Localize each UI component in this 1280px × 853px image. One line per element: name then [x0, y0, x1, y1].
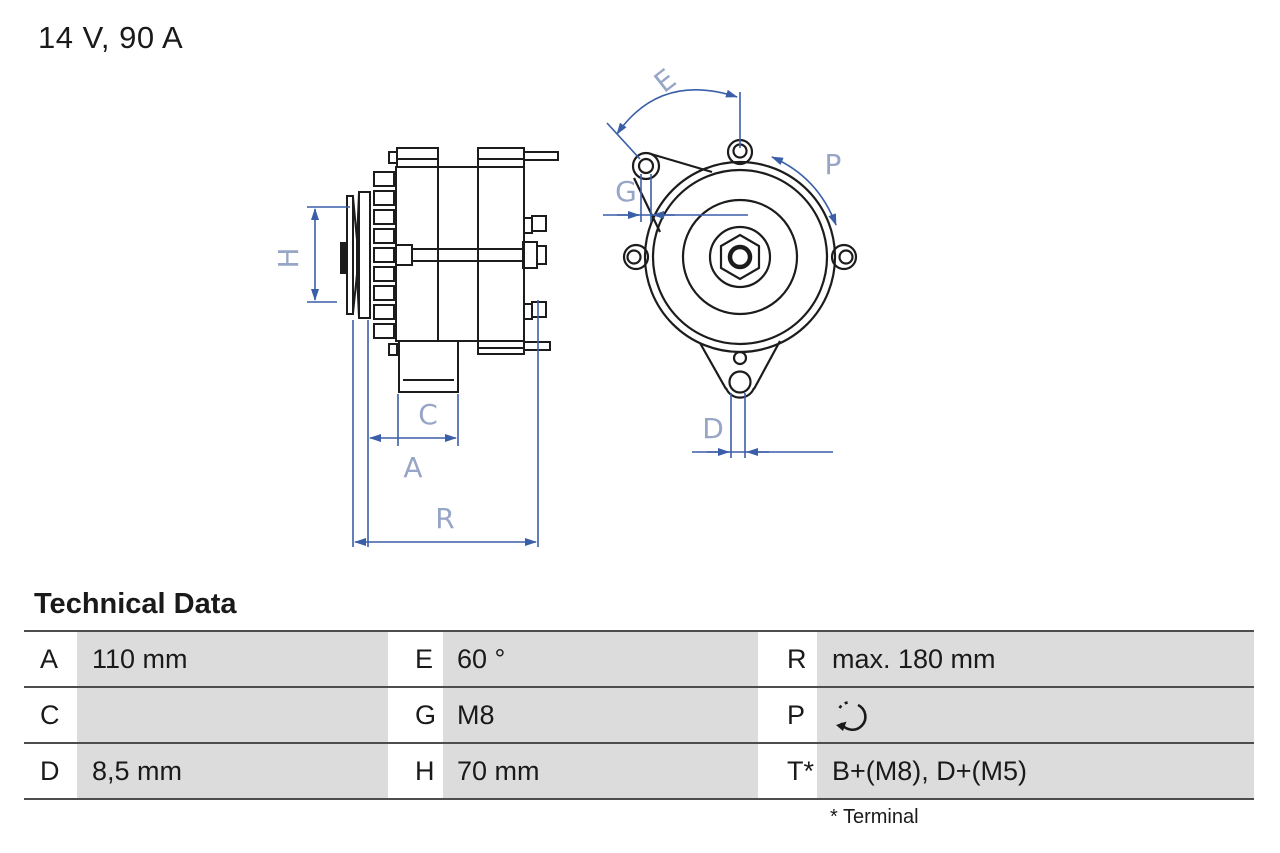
rear-terminal-studs — [523, 215, 547, 320]
hub-circle — [708, 225, 772, 289]
shaft-nut-hex — [719, 233, 761, 281]
cell-key-R: R — [758, 632, 817, 686]
label-D: D — [702, 412, 724, 445]
label-C: C — [418, 398, 438, 431]
shaft-hole — [727, 244, 753, 270]
page-title: 14 V, 90 A — [38, 20, 184, 55]
cell-key-G: G — [388, 688, 443, 742]
label-A: A — [403, 451, 422, 484]
label-R: R — [435, 502, 454, 535]
side-view-alternator — [340, 147, 559, 393]
cell-key-D: D — [24, 744, 77, 798]
cell-key-A: A — [24, 632, 77, 686]
label-G: G — [615, 175, 637, 208]
cell-key-T: T* — [758, 744, 817, 798]
table-row: C G M8 P — [24, 686, 1254, 742]
cell-key-E: E — [388, 632, 443, 686]
label-P: P — [825, 148, 842, 181]
dim-P-rotation-arc — [771, 156, 837, 226]
pulley — [340, 191, 371, 319]
belt-mark — [340, 242, 348, 274]
housing — [395, 166, 525, 342]
cell-value-A: 110 mm — [77, 632, 388, 686]
cell-key-C: C — [24, 688, 77, 742]
cell-value-E: 60 ° — [443, 632, 758, 686]
technical-data-section: Technical Data A 110 mm E 60 ° R max. 18… — [24, 588, 1254, 829]
table-row: D 8,5 mm H 70 mm T* B+(M8), D+(M5) — [24, 742, 1254, 798]
cell-value-P — [817, 688, 1254, 742]
through-bolt — [395, 241, 547, 269]
face-circle — [681, 198, 799, 316]
cell-value-T: B+(M8), D+(M5) — [817, 744, 1254, 798]
terminal-footnote: * Terminal — [830, 806, 919, 828]
label-E: E — [648, 62, 682, 99]
cell-key-H: H — [388, 744, 443, 798]
alternator-technical-drawing: H C A R E G P D — [272, 62, 858, 547]
cell-value-R: max. 180 mm — [817, 632, 1254, 686]
cell-value-G: M8 — [443, 688, 758, 742]
top-mounting-lugs — [388, 147, 559, 168]
bottom-mounting-lugs — [388, 340, 551, 393]
dimension-lines — [307, 89, 837, 547]
rotation-direction-icon — [836, 700, 867, 732]
technical-data-heading: Technical Data — [34, 588, 237, 620]
upper-bracket-arm — [631, 151, 713, 233]
label-H: H — [272, 247, 305, 268]
technical-data-table: A 110 mm E 60 ° R max. 180 mm C G M8 P — [24, 630, 1254, 800]
table-row: A 110 mm E 60 ° R max. 180 mm — [24, 630, 1254, 686]
body-outer-circle — [643, 160, 837, 354]
cell-value-C — [77, 688, 388, 742]
fan-blades — [373, 171, 395, 339]
body-rim-circle — [651, 168, 829, 346]
cell-value-D: 8,5 mm — [77, 744, 388, 798]
dim-E-arc — [616, 89, 738, 135]
front-view-alternator — [622, 138, 858, 399]
cell-key-P: P — [758, 688, 817, 742]
cell-value-H: 70 mm — [443, 744, 758, 798]
mounting-ears — [622, 138, 858, 271]
bottom-bracket — [699, 340, 781, 399]
regulator-box — [398, 340, 459, 393]
